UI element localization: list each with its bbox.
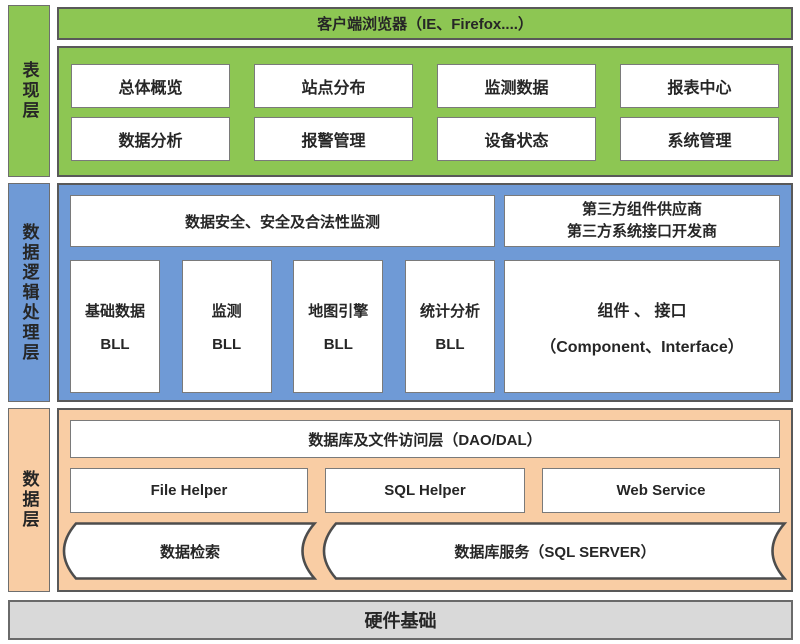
logic-layer-panel: 数据安全、安全及合法性监测 第三方组件供应商 第三方系统接口开发商 基础数据 B…: [57, 183, 793, 402]
third-party-box: 第三方组件供应商 第三方系统接口开发商: [504, 195, 780, 247]
database-service-cylinder: 数据库服务（SQL SERVER）: [322, 522, 788, 580]
presentation-modules-panel: 总体概览 站点分布 监测数据 报表中心 数据分析 报警管理 设备状态 系统管理: [57, 46, 793, 177]
third-party-line-2: 第三方系统接口开发商: [566, 223, 717, 240]
bll-box-title: 地图引擎: [308, 303, 369, 320]
third-party-line-1: 第三方组件供应商: [581, 200, 702, 218]
helper-row: File Helper SQL Helper Web Service: [70, 468, 780, 513]
bll-box-monitoring: 监测 BLL: [181, 260, 272, 393]
sql-helper-box: SQL Helper: [325, 468, 525, 513]
bll-box-sub: BLL: [435, 336, 465, 353]
presentation-layer-strip: 表现层: [8, 5, 50, 177]
store-row: 数据检索 数据库服务（SQL SERVER）: [62, 522, 788, 580]
module-overview: 总体概览: [71, 64, 230, 108]
data-layer-panel: 数据库及文件访问层（DAO/DAL） File Helper SQL Helpe…: [57, 408, 793, 592]
component-box-line-1: 组件 、 接口: [597, 302, 687, 320]
bll-box-title: 监测: [211, 303, 242, 320]
module-data-analysis: 数据分析: [71, 117, 230, 161]
data-security-box: 数据安全、安全及合法性监测: [70, 195, 495, 247]
logic-layer-strip: 数据逻辑处理层: [8, 183, 50, 402]
presentation-layer-label: 表现层: [19, 61, 39, 121]
logic-row-1: 数据安全、安全及合法性监测 第三方组件供应商 第三方系统接口开发商: [70, 195, 780, 247]
hardware-base-label: 硬件基础: [364, 611, 437, 631]
bll-box-title: 基础数据: [84, 303, 145, 320]
bll-box-sub: BLL: [212, 336, 242, 353]
file-helper-box: File Helper: [70, 468, 308, 513]
database-service-label: 数据库服务（SQL SERVER）: [454, 543, 656, 561]
logic-row-2: 基础数据 BLL 监测 BLL 地图引擎 BLL 统计分析 BLL 组件 、 接…: [70, 260, 780, 393]
web-service-box: Web Service: [542, 468, 780, 513]
bll-zone: 基础数据 BLL 监测 BLL 地图引擎 BLL 统计分析 BLL: [70, 260, 495, 393]
data-retrieval-label: 数据检索: [159, 543, 220, 561]
module-site-distribution: 站点分布: [254, 64, 413, 108]
dao-dal-bar: 数据库及文件访问层（DAO/DAL）: [70, 420, 780, 458]
client-browser-bar: 客户端浏览器（IE、Firefox....）: [57, 7, 793, 40]
component-interface-box: 组件 、 接口 （Component、Interface）: [504, 260, 780, 393]
client-browser-label: 客户端浏览器（IE、Firefox....）: [317, 16, 533, 33]
cylinder-shape: [322, 522, 788, 580]
module-row-2: 数据分析 报警管理 设备状态 系统管理: [71, 117, 779, 161]
module-alarm-management: 报警管理: [254, 117, 413, 161]
data-retrieval-cylinder: 数据检索: [62, 522, 318, 580]
bll-box-sub: BLL: [100, 336, 130, 353]
bll-box-title: 统计分析: [419, 303, 480, 320]
module-row-1: 总体概览 站点分布 监测数据 报表中心: [71, 64, 779, 108]
data-layer-label: 数据层: [19, 470, 39, 530]
cylinder-shape: [62, 522, 318, 580]
module-monitoring-data: 监测数据: [437, 64, 596, 108]
bll-box-map-engine: 地图引擎 BLL: [293, 260, 384, 393]
logic-layer-label: 数据逻辑处理层: [19, 222, 39, 363]
hardware-base-bar: 硬件基础: [8, 600, 793, 640]
bll-box-base-data: 基础数据 BLL: [70, 260, 160, 393]
component-box-line-2: （Component、Interface）: [540, 338, 744, 356]
module-device-status: 设备状态: [437, 117, 596, 161]
bll-box-sub: BLL: [323, 336, 353, 353]
module-report-center: 报表中心: [620, 64, 779, 108]
module-system-management: 系统管理: [620, 117, 779, 161]
bll-box-statistics: 统计分析 BLL: [404, 260, 495, 393]
data-layer-strip: 数据层: [8, 408, 50, 592]
